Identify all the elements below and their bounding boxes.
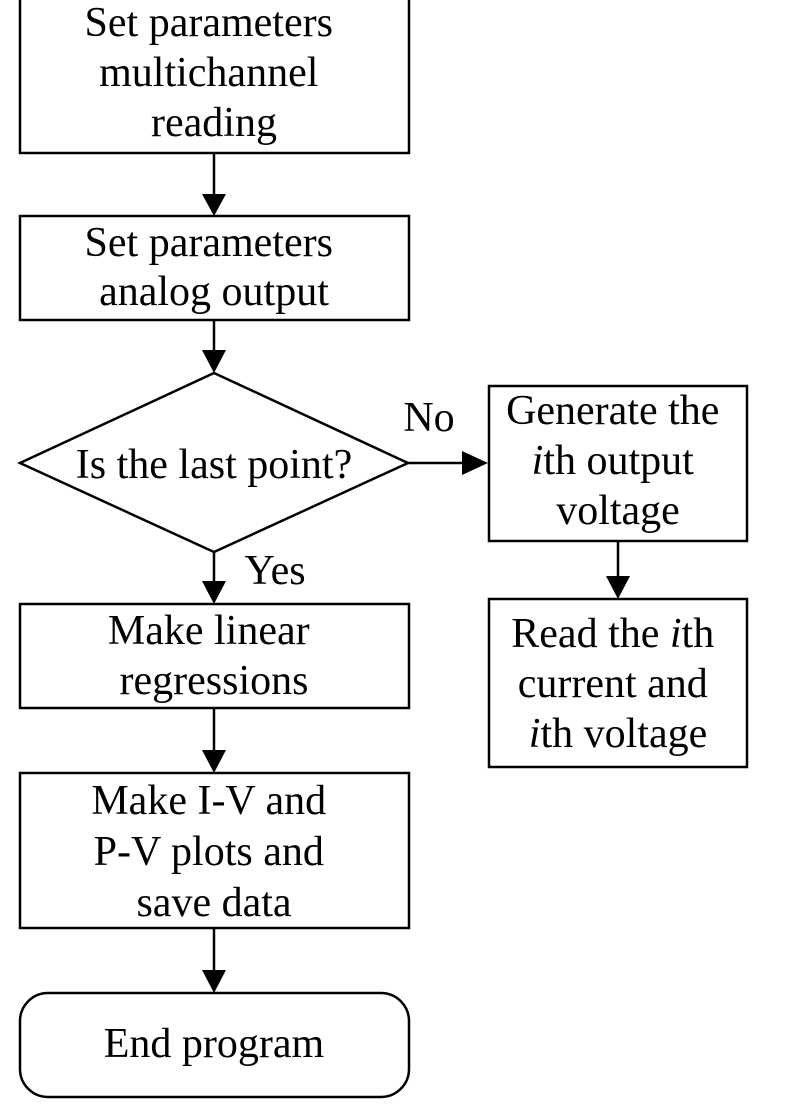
process-box-generate-voltage: Generate the ith output voltage: [487, 384, 749, 543]
read-line-2: current and: [518, 661, 708, 707]
generate-line-3: voltage: [556, 488, 680, 534]
set-analog-line-2: analog output: [99, 269, 329, 315]
arrow-yes-branch: [202, 552, 226, 604]
decision-diamond-last-point: Is the last point?: [17, 371, 411, 554]
regressions-line-1: Make linear: [108, 608, 310, 654]
svg-text:End program: End program: [104, 1021, 325, 1067]
process-box-set-multichannel: Set parameters multichannel reading: [18, 0, 411, 155]
svg-text:Set parameters analog ou: Set parameters analog output: [85, 220, 344, 315]
arrow-generate-to-read: [606, 541, 630, 599]
svg-text:Make linear regressions: Make linear regressions: [108, 608, 320, 704]
read-line-3: ith voltage: [529, 711, 707, 757]
plots-line-1: Make I-V and: [91, 778, 326, 824]
plots-line-3: save data: [136, 880, 291, 926]
svg-text:Set parameters multichan: Set parameters multichannel reading: [85, 0, 344, 146]
no-label: No: [403, 395, 454, 441]
terminal-end-program: End program: [18, 991, 411, 1099]
svg-text:Make I-V and P-V plots a: Make I-V and P-V plots and save data: [91, 778, 336, 926]
process-box-make-regressions: Make linear regressions: [18, 602, 411, 710]
arrow-analog-to-decision: [202, 320, 226, 373]
set-multichannel-line-3: reading: [151, 100, 277, 146]
process-box-set-analog-output: Set parameters analog output: [18, 214, 411, 322]
set-multichannel-line-1: Set parameters: [85, 0, 333, 46]
arrow-multichannel-to-analog: [202, 153, 226, 216]
generate-line-2: ith output: [532, 438, 695, 484]
plots-line-2: P-V plots and: [94, 829, 324, 875]
set-multichannel-line-2: multichannel: [99, 50, 318, 96]
decision-text: Is the last point?: [76, 442, 352, 488]
regressions-line-2: regressions: [120, 658, 309, 704]
svg-text:Generate the ith output: Generate the ith output voltage: [506, 388, 730, 534]
arrow-no-branch: [408, 451, 488, 475]
yes-label: Yes: [244, 548, 305, 594]
end-program-text: End program: [104, 1021, 325, 1067]
read-line-1: Read the ith: [511, 611, 714, 657]
arrow-plots-to-end: [202, 928, 226, 993]
svg-text:Is the last point?: Is the last point?: [76, 442, 352, 488]
set-analog-line-1: Set parameters: [85, 220, 333, 266]
process-box-make-plots: Make I-V and P-V plots and save data: [18, 771, 411, 930]
svg-text:Read the ith current and: Read the ith current and ith voltage: [511, 611, 724, 757]
process-box-read-current-voltage: Read the ith current and ith voltage: [487, 597, 749, 769]
generate-line-1: Generate the: [506, 388, 719, 434]
arrow-regressions-to-plots: [202, 708, 226, 773]
